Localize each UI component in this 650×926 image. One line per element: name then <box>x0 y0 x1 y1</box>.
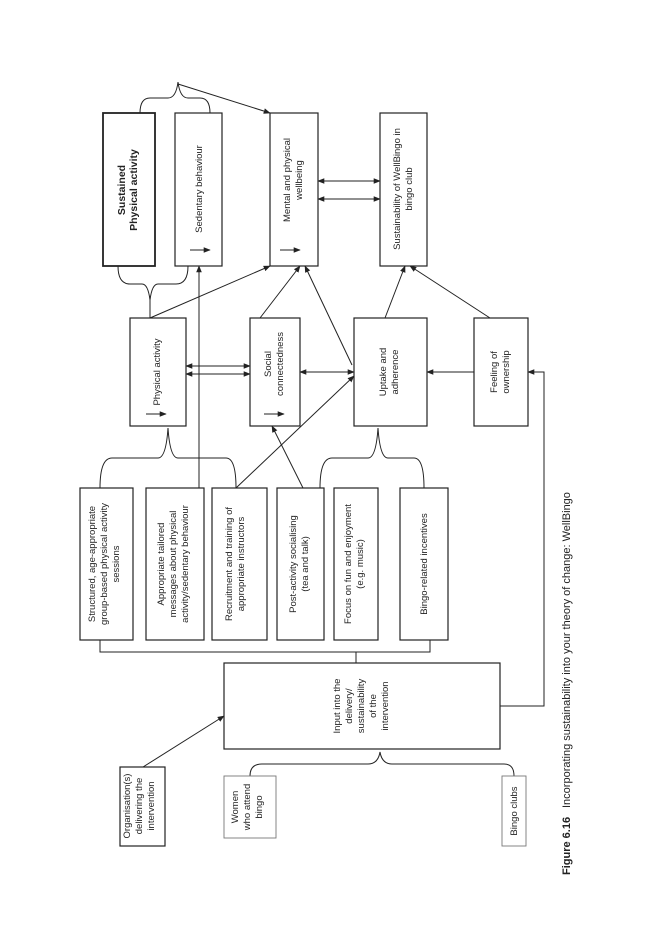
label-fun-2: (e.g. music) <box>355 539 366 589</box>
box-fun-enjoyment: Focus on fun and enjoyment (e.g. music) <box>333 487 379 641</box>
label-sedentary: Sedentary behaviour <box>194 145 205 233</box>
label-women-2: who attend <box>242 784 253 831</box>
label-uptake-2: adherence <box>390 350 401 395</box>
label-structured-1: Structured, age-appropriate <box>87 506 98 622</box>
label-structured-2: group-based physical activity <box>99 503 110 625</box>
label-social-2: connectedness <box>275 332 286 396</box>
label-sustained-1: Sustained <box>116 165 128 215</box>
label-physical-activity: Physical activity <box>152 338 163 405</box>
arrow-post-to-social <box>271 425 304 489</box>
box-sedentary-behaviour: Sedentary behaviour <box>174 112 223 267</box>
label-tailored-3: activity/sedentary behaviour <box>180 505 191 623</box>
box-mental-physical-wellbeing: Mental and physical wellbeing <box>269 112 319 267</box>
box-structured-sessions: Structured, age-appropriate group-based … <box>79 487 134 641</box>
label-uptake-1: Uptake and <box>378 348 389 397</box>
label-fun-1: Focus on fun and enjoyment <box>343 504 354 624</box>
brace-inputs-to-pa <box>99 427 237 489</box>
label-input-5: intervention <box>380 681 391 730</box>
arrow-ownership-to-sustainability <box>409 265 491 319</box>
box-tailored-messages: Appropriate tailored messages about phys… <box>145 487 205 641</box>
label-sustained-2: Physical activity <box>128 149 140 231</box>
box-uptake-adherence: Uptake and adherence <box>353 317 428 427</box>
label-input-1: Input into the <box>332 679 343 734</box>
box-sustainability-wellbingo: Sustainability of WellBingo in bingo clu… <box>379 112 428 267</box>
label-wellbeing-1: Mental and physical <box>282 138 293 222</box>
box-input-delivery: Input into the delivery/ sustainability … <box>223 662 501 750</box>
label-post-2: (tea and talk) <box>300 536 311 591</box>
label-sustainability-2: bingo club <box>404 167 415 210</box>
box-bingo-incentives: Bingo-related incentives <box>399 487 449 641</box>
label-recruitment-2: appropriate instructors <box>236 516 247 611</box>
brace-bottom-outcomes <box>117 265 189 301</box>
label-wellbeing-2: wellbeing <box>294 160 305 201</box>
arrow-pa-to-wellbeing <box>149 265 271 319</box>
label-recruitment-1: Recruitment and training of <box>224 507 235 621</box>
box-bingo-clubs: Bingo clubs <box>501 775 527 847</box>
box-feeling-ownership: Feeling of ownership <box>473 317 529 427</box>
label-org-3: intervention <box>146 781 157 830</box>
label-post-1: Post-activity socialising <box>288 515 299 613</box>
figure-label: Figure 6.16 <box>561 817 573 875</box>
figure-caption-text: Incorporating sustainability into your t… <box>561 492 573 808</box>
arrow-uptake-to-sustainability <box>384 265 406 319</box>
arrow-input-to-ownership <box>500 369 545 707</box>
arrow-uptake-to-wellbeing <box>304 265 353 366</box>
label-org-1: Organisation(s) <box>122 774 133 839</box>
arrow-brace-to-wellbeing <box>177 83 271 114</box>
label-women-3: bingo <box>254 795 265 818</box>
arrow-recruit-to-uptake <box>235 375 355 489</box>
box-women-attend-bingo: Women who attend bingo <box>223 775 277 839</box>
brace-inputs-to-uptake <box>319 427 425 489</box>
label-structured-3: sessions <box>111 545 122 582</box>
label-bingo-incentives: Bingo-related incentives <box>419 513 430 615</box>
box-social-connectedness: Social connectedness <box>249 317 301 427</box>
box-sustained-physical-activity: Sustained Physical activity <box>102 112 156 267</box>
box-recruitment-training: Recruitment and training of appropriate … <box>211 487 268 641</box>
box-post-activity-socialising: Post-activity socialising (tea and talk) <box>276 487 325 641</box>
arrow-social-to-wellbeing <box>259 265 301 319</box>
figure-caption: Figure 6.16 Incorporating sustainability… <box>561 492 573 875</box>
brace-top-outcomes <box>139 81 211 114</box>
label-social-1: Social <box>263 351 274 377</box>
label-women-1: Women <box>230 791 241 824</box>
label-bingo-clubs: Bingo clubs <box>509 786 520 835</box>
label-tailored-1: Appropriate tailored <box>156 523 167 606</box>
arrow-org-to-input <box>142 715 225 768</box>
box-organisations: Organisation(s) delivering the intervent… <box>119 766 166 847</box>
label-tailored-2: messages about physical <box>168 511 179 618</box>
label-sustainability-1: Sustainability of WellBingo in <box>392 128 403 250</box>
brace-women-clubs <box>249 751 515 777</box>
label-input-4: of the <box>368 694 379 718</box>
label-ownership-2: ownership <box>501 350 512 393</box>
inputs-bottom-bracket <box>99 640 431 653</box>
label-org-2: delivering the <box>134 778 145 835</box>
connectors <box>99 81 545 777</box>
label-input-3: sustainability <box>356 679 367 734</box>
box-physical-activity: Physical activity <box>129 317 187 427</box>
label-ownership-1: Feeling of <box>489 351 500 393</box>
label-input-2: delivery/ <box>344 688 355 724</box>
